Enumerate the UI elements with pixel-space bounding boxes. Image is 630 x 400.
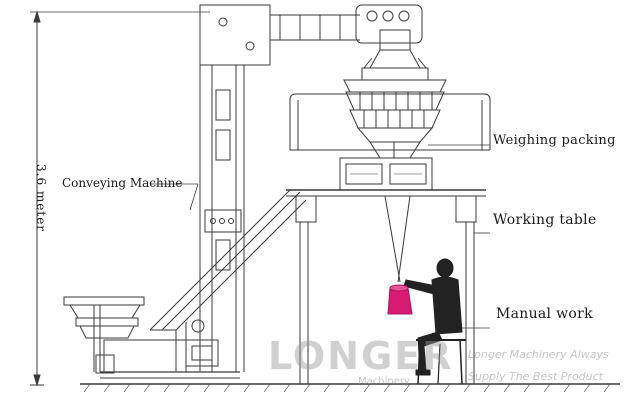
leader-lines xyxy=(150,144,490,329)
ground-line xyxy=(80,383,620,393)
conveyor-head xyxy=(355,4,423,51)
conveyor-column xyxy=(199,4,360,372)
discharge-chute xyxy=(384,195,411,283)
inclined-conveyor xyxy=(149,189,307,372)
working-table-label: Working table xyxy=(493,212,597,228)
watermark-subtitle: Machinery xyxy=(358,376,410,387)
guard-rail xyxy=(289,93,491,151)
weighing-packing-label: Weighing packing xyxy=(493,133,616,148)
manual-work-label: Manual work xyxy=(496,306,593,322)
feed-hopper xyxy=(63,296,240,379)
height-label: 3.6 meter xyxy=(34,164,48,233)
multihead-weigher xyxy=(343,49,447,159)
watermark-brand: LONGER xyxy=(268,334,454,378)
product-bag xyxy=(387,284,413,315)
conveying-machine-label: Conveying Machine xyxy=(62,176,183,190)
control-panel xyxy=(339,157,433,191)
watermark-slogan-2: Supply The Best Product xyxy=(468,370,603,383)
working-table xyxy=(286,189,486,384)
height-dimension xyxy=(30,10,210,387)
watermark-slogan-1: Longer Machinery Always xyxy=(468,348,609,361)
